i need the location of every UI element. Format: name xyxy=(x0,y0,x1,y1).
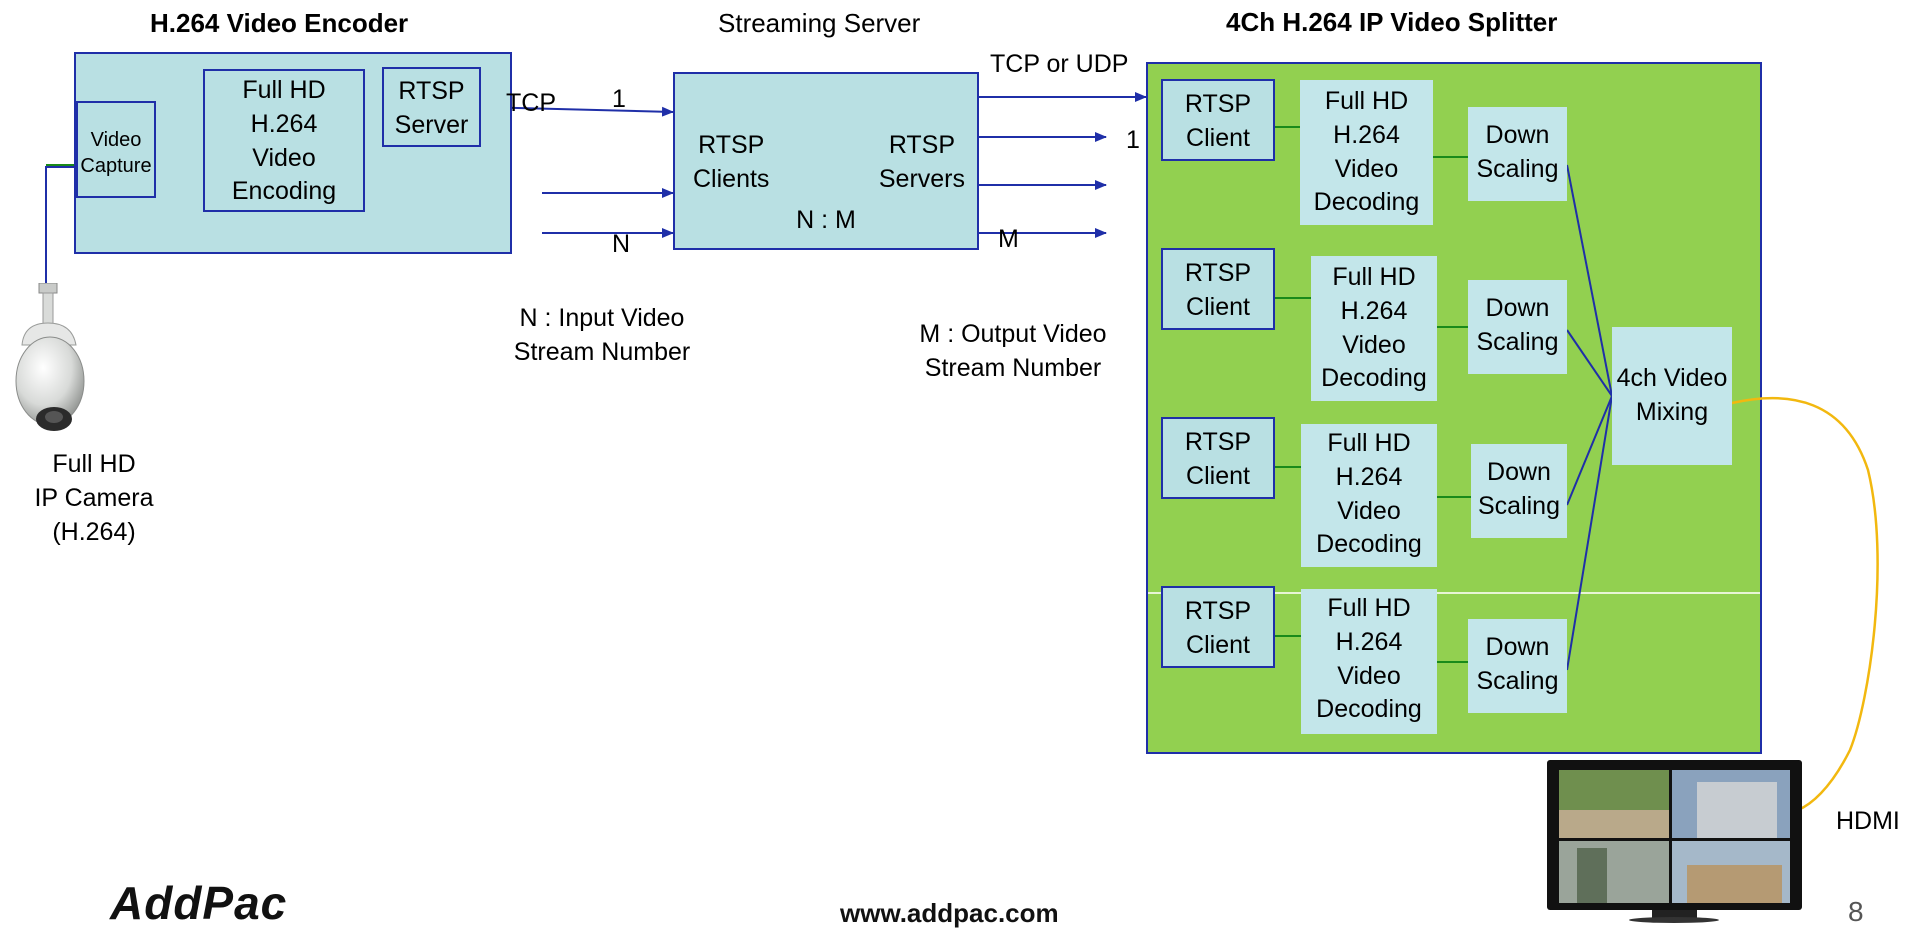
input-note-2: Stream Number xyxy=(513,337,691,366)
decoding-4-line-1: Full HD xyxy=(1327,594,1411,622)
input-n-label: N xyxy=(612,230,631,258)
rtsp-client-box-3: RTSP Client xyxy=(1161,417,1275,499)
decoding-2-line-2: H.264 xyxy=(1340,296,1408,325)
decoding-3-line-4: Decoding xyxy=(1316,530,1422,559)
rtsp-client-1-line-1: RTSP xyxy=(1184,90,1252,118)
output-note: M : Output Video Stream Number xyxy=(918,318,1108,386)
decoding-box-2: Full HD H.264 Video Decoding xyxy=(1311,256,1437,401)
rtsp-clients-line-2: Clients xyxy=(693,164,770,193)
decoding-2-line-3: Video xyxy=(1342,330,1406,359)
scaling-box-2: Down Scaling xyxy=(1468,280,1567,374)
decoding-4-line-2: H.264 xyxy=(1335,627,1403,656)
rtsp-client-box-2: RTSP Client xyxy=(1161,248,1275,330)
splitter-title: 4Ch H.264 IP Video Splitter xyxy=(1226,7,1558,37)
mixing-box: 4ch Video Mixing xyxy=(1612,327,1732,465)
input-1-label: 1 xyxy=(612,85,626,113)
splitter-divider xyxy=(1148,592,1760,594)
n-m-ratio: N : M xyxy=(796,206,856,234)
rtsp-server-box: RTSP Server xyxy=(382,67,481,147)
footer-url[interactable]: www.addpac.com xyxy=(840,898,1059,928)
scaling-4-line-2: Scaling xyxy=(1476,666,1559,695)
scaling-1-line-1: Down xyxy=(1485,121,1550,149)
output-note-2: Stream Number xyxy=(924,353,1102,382)
hdmi-label: HDMI xyxy=(1836,807,1900,835)
rtsp-client-4-line-1: RTSP xyxy=(1184,597,1252,625)
encoder-to-server-arrow xyxy=(480,106,674,117)
output-1-label: 1 xyxy=(1126,126,1140,154)
ip-camera-icon xyxy=(10,282,90,439)
rtsp-clients-line-1: RTSP xyxy=(698,131,765,159)
output-note-1: M : Output Video xyxy=(919,320,1107,348)
camera-label: Full HD IP Camera (H.264) xyxy=(14,448,174,549)
scaling-box-1: Down Scaling xyxy=(1468,107,1567,201)
streaming-server-box: RTSP Clients RTSP Servers N : M xyxy=(673,72,979,250)
page-number: 8 xyxy=(1848,896,1864,927)
rtsp-client-3-line-2: Client xyxy=(1186,461,1250,490)
rtsp-servers-line-1: RTSP xyxy=(888,131,956,159)
camera-cable xyxy=(45,166,76,283)
camera-label-2: IP Camera xyxy=(34,483,154,512)
decoding-3-line-1: Full HD xyxy=(1327,429,1411,457)
scaling-3-line-2: Scaling xyxy=(1478,491,1560,520)
addpac-logo: AddPac xyxy=(110,877,288,929)
scaling-3-line-1: Down xyxy=(1487,458,1551,486)
input-note: N : Input Video Stream Number xyxy=(512,302,692,370)
rtsp-client-box-4: RTSP Client xyxy=(1161,586,1275,668)
rtsp-client-1-line-2: Client xyxy=(1186,123,1250,152)
encoding-box: Full HD H.264 Video Encoding xyxy=(203,69,365,212)
rtsp-client-box-1: RTSP Client xyxy=(1161,79,1275,161)
scaling-1-line-2: Scaling xyxy=(1476,154,1559,183)
decoding-2-line-4: Decoding xyxy=(1321,364,1427,393)
camera-label-1: Full HD xyxy=(52,450,136,478)
server-title: Streaming Server xyxy=(718,8,921,38)
rtsp-servers-line-2: Servers xyxy=(878,164,965,193)
decoding-2-line-1: Full HD xyxy=(1332,263,1416,291)
output-m-label: M xyxy=(998,225,1019,253)
encoding-line-2: H.264 xyxy=(250,109,318,138)
video-capture-box: Video Capture xyxy=(76,101,156,198)
rtsp-client-2-line-2: Client xyxy=(1186,292,1250,321)
decoding-1-line-4: Decoding xyxy=(1313,188,1420,217)
mixing-line-2: Mixing xyxy=(1635,397,1709,426)
decoding-3-line-3: Video xyxy=(1337,496,1401,525)
decoding-box-1: Full HD H.264 Video Decoding xyxy=(1300,80,1433,225)
rtsp-server-line-1: RTSP xyxy=(398,77,465,105)
decoding-1-line-1: Full HD xyxy=(1324,87,1409,115)
decoding-4-line-4: Decoding xyxy=(1316,695,1422,724)
mixing-line-1: 4ch Video xyxy=(1616,364,1728,392)
monitor-icon xyxy=(1547,760,1802,923)
rtsp-client-3-line-1: RTSP xyxy=(1184,428,1252,456)
decoding-box-3: Full HD H.264 Video Decoding xyxy=(1301,424,1437,567)
decoding-1-line-3: Video xyxy=(1334,154,1399,183)
tcp-label: TCP xyxy=(506,89,556,117)
scaling-4-line-1: Down xyxy=(1485,633,1550,661)
scaling-2-line-1: Down xyxy=(1485,294,1550,322)
rtsp-client-4-line-2: Client xyxy=(1186,630,1250,659)
input-note-1: N : Input Video xyxy=(519,304,685,332)
decoding-4-line-3: Video xyxy=(1337,661,1401,690)
video-capture-label-2: Capture xyxy=(80,155,152,177)
encoder-title: H.264 Video Encoder xyxy=(150,8,409,38)
decoding-3-line-2: H.264 xyxy=(1335,462,1403,491)
decoding-1-line-2: H.264 xyxy=(1333,120,1400,149)
tcp-or-udp-label: TCP or UDP xyxy=(990,50,1129,78)
encoding-line-3: Video xyxy=(252,143,316,172)
video-capture-label-1: Video xyxy=(90,129,142,151)
scaling-2-line-2: Scaling xyxy=(1476,327,1559,356)
camera-label-3: (H.264) xyxy=(52,517,136,546)
scaling-box-3: Down Scaling xyxy=(1471,444,1567,538)
scaling-box-4: Down Scaling xyxy=(1468,619,1567,713)
encoding-line-4: Encoding xyxy=(231,177,337,206)
decoding-box-4: Full HD H.264 Video Decoding xyxy=(1301,589,1437,734)
rtsp-server-line-2: Server xyxy=(394,110,469,139)
encoding-line-1: Full HD xyxy=(242,76,326,104)
rtsp-client-2-line-1: RTSP xyxy=(1184,259,1252,287)
